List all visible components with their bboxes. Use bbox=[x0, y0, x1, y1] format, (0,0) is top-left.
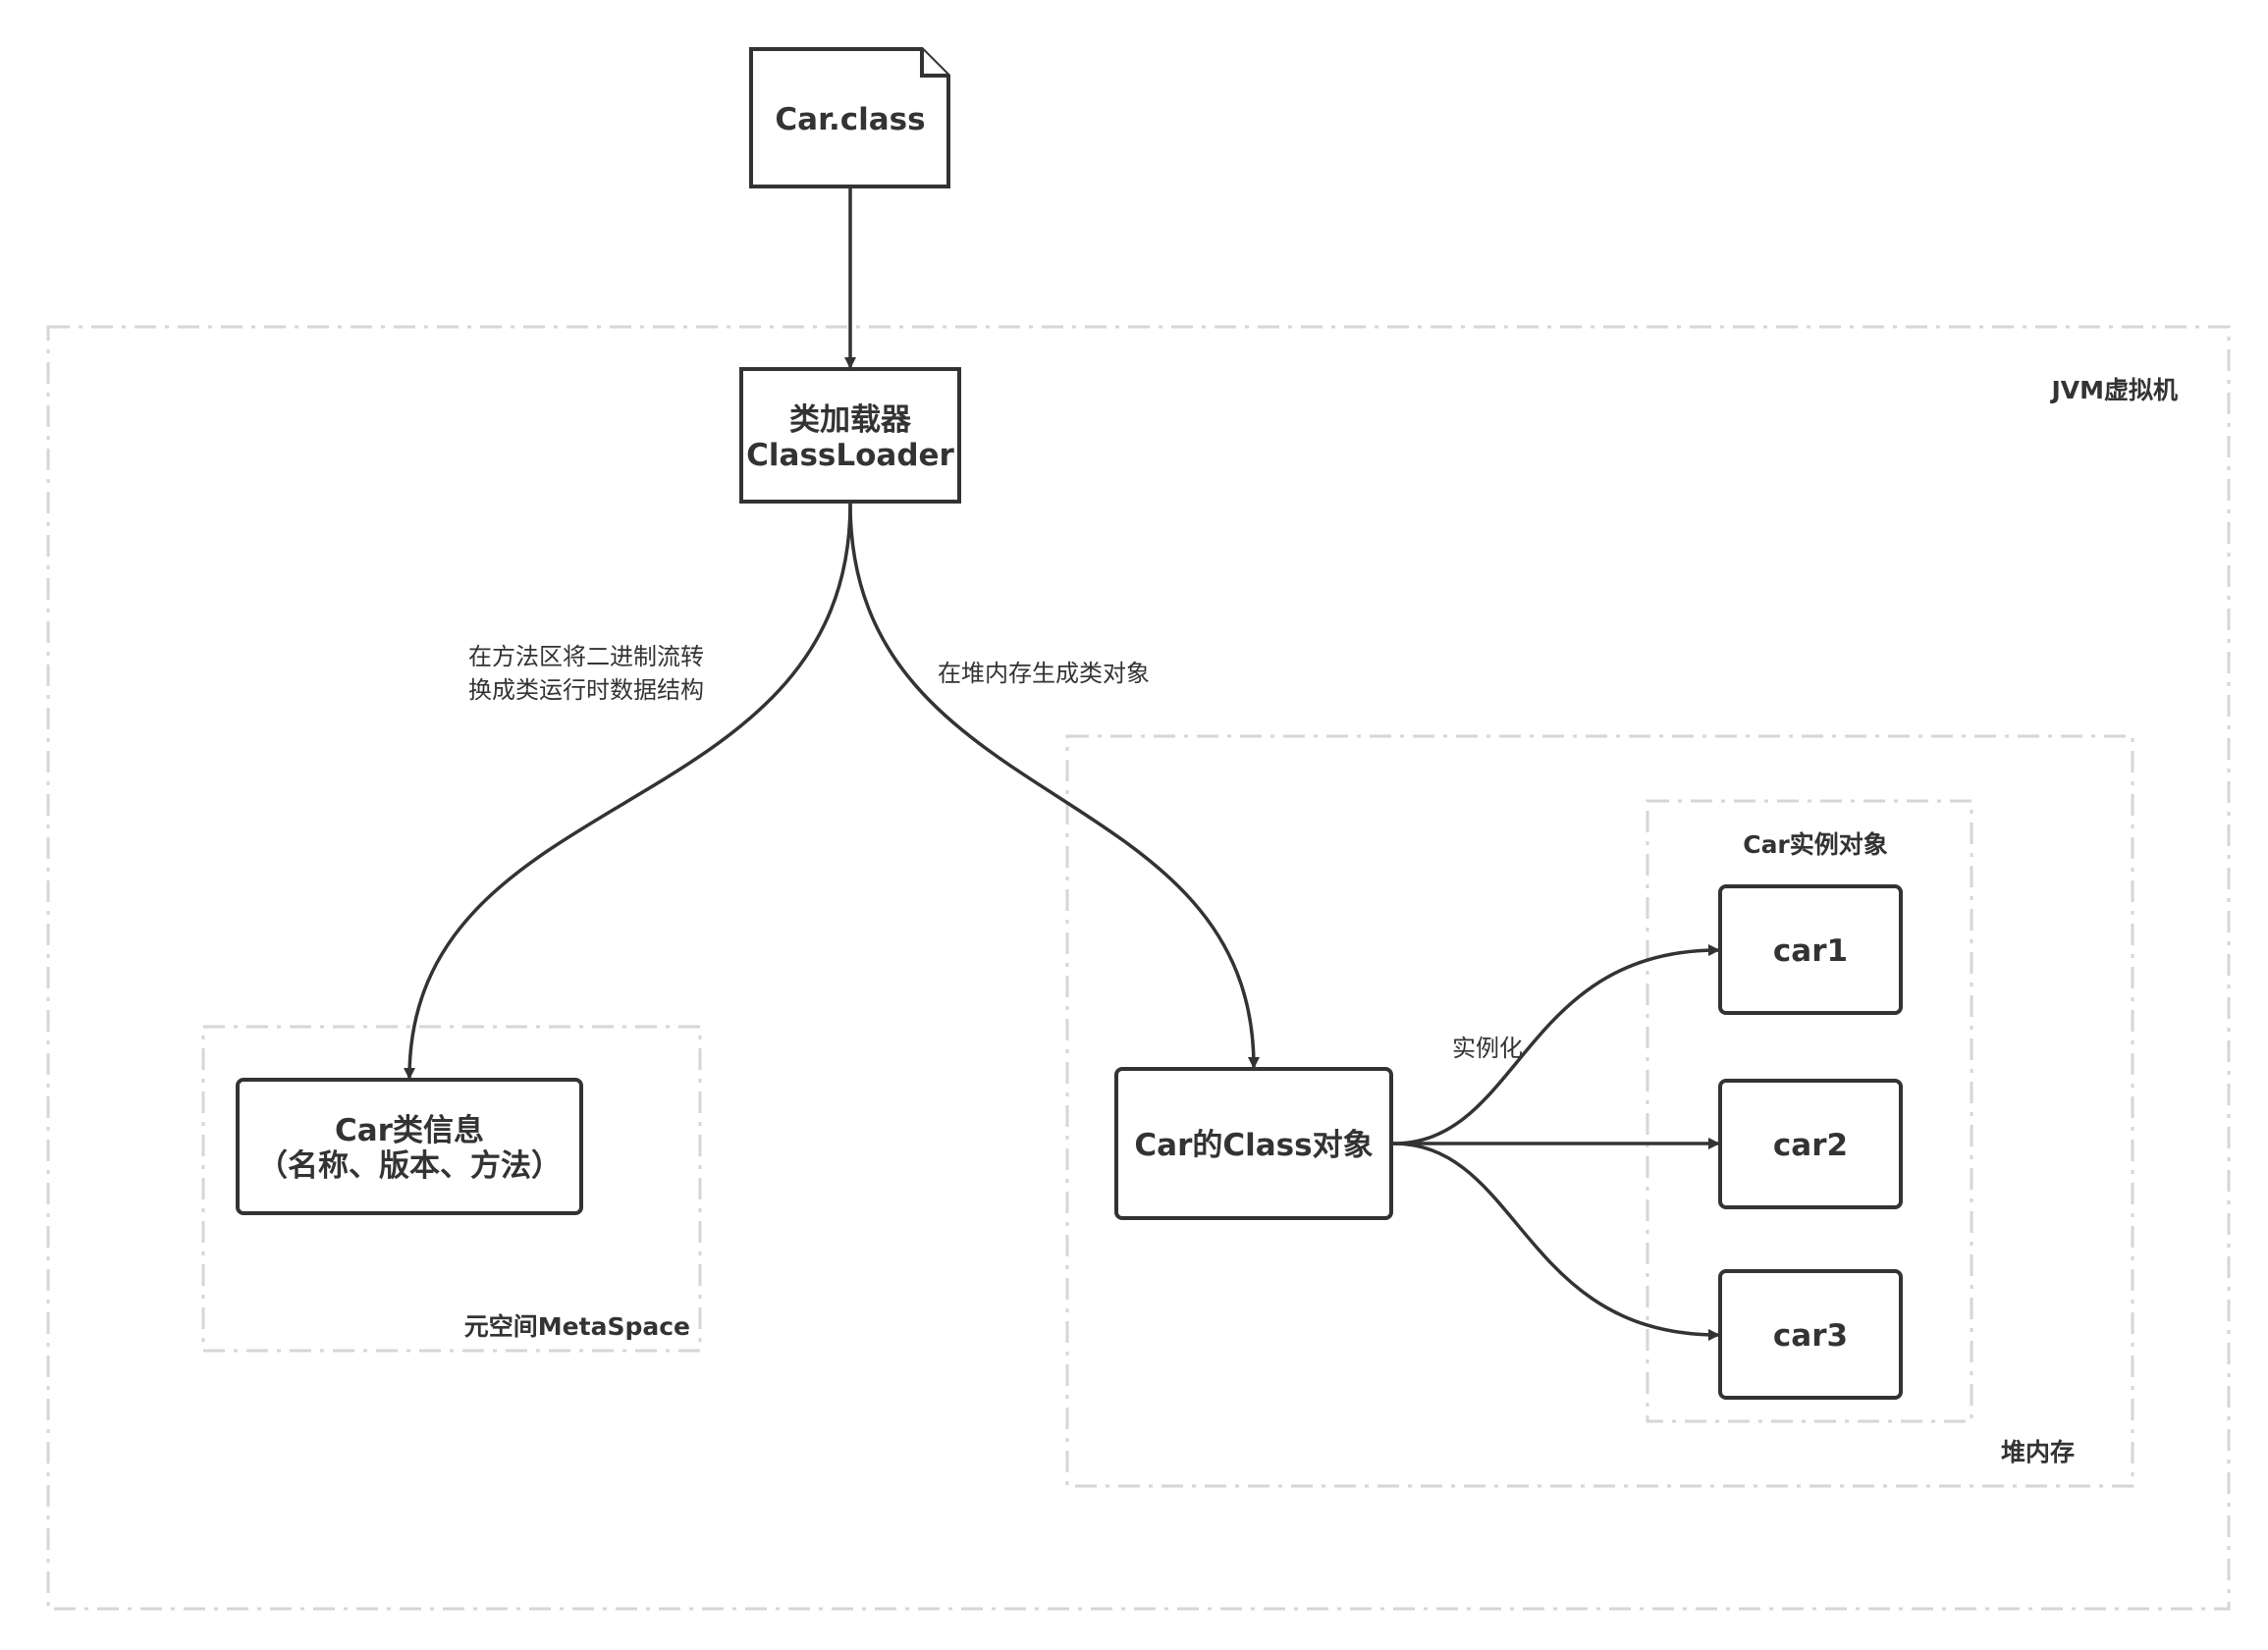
heap-zone-label: 堆内存 bbox=[2001, 1438, 2075, 1466]
edge-classloader-to-class-info bbox=[404, 503, 852, 1080]
edge-classloader-to-class-object bbox=[848, 503, 1260, 1069]
class-info-label-line2: （名称、版本、方法） bbox=[257, 1148, 562, 1184]
edge-class-object-to-car3 bbox=[1392, 1142, 1720, 1341]
car2-node[interactable]: car2 bbox=[1718, 1079, 1903, 1209]
class-info-node[interactable]: Car类信息 （名称、版本、方法） bbox=[236, 1078, 583, 1215]
edge-label-metaspace-line1: 在方法区将二进制流转 bbox=[468, 643, 704, 670]
class-object-node[interactable]: Car的Class对象 bbox=[1114, 1067, 1393, 1220]
classloader-node[interactable]: 类加载器 ClassLoader bbox=[739, 367, 961, 504]
jvm-zone bbox=[46, 325, 2231, 1611]
instances-zone-label: Car实例对象 bbox=[1743, 830, 1888, 859]
class-info-label-line1: Car类信息 bbox=[335, 1113, 484, 1148]
car1-node[interactable]: car1 bbox=[1718, 884, 1903, 1015]
car3-label: car3 bbox=[1773, 1318, 1848, 1354]
instances-zone bbox=[1646, 799, 1973, 1423]
classloader-label-line2: ClassLoader bbox=[746, 438, 954, 473]
car2-label: car2 bbox=[1773, 1128, 1848, 1163]
edge-label-metaspace-line2: 换成类运行时数据结构 bbox=[468, 676, 704, 704]
class-object-label: Car的Class对象 bbox=[1134, 1128, 1373, 1163]
metaspace-zone bbox=[201, 1025, 702, 1353]
edge-label-instantiate: 实例化 bbox=[1452, 1035, 1523, 1062]
edge-class-object-to-car1 bbox=[1392, 944, 1720, 1145]
jvm-zone-label: JVM虚拟机 bbox=[2049, 376, 2178, 404]
classloader-label-line1: 类加载器 bbox=[789, 402, 912, 438]
metaspace-zone-label: 元空间MetaSpace bbox=[464, 1312, 690, 1341]
car3-node[interactable]: car3 bbox=[1718, 1269, 1903, 1400]
heap-zone bbox=[1065, 734, 2134, 1488]
edge-label-heap: 在堆内存生成类对象 bbox=[938, 660, 1150, 687]
car-class-file-label: Car.class bbox=[775, 102, 925, 137]
car1-label: car1 bbox=[1773, 933, 1848, 969]
car-class-file-node[interactable]: Car.class bbox=[749, 47, 950, 188]
